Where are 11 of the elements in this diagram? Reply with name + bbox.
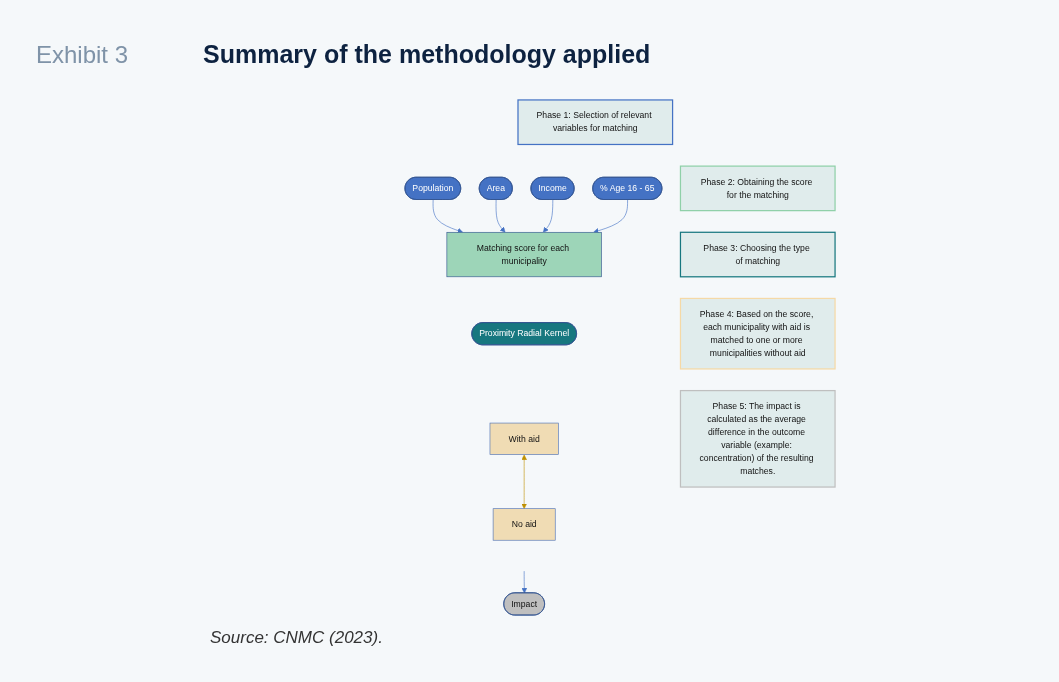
node-box: Phase 4: Based on the score, each municipality with aid is matched to one or more municipalities without aid <box>679 297 836 370</box>
node-box: Phase 2: Obtaining the score for the matching <box>679 165 836 212</box>
node-box: No aid <box>492 508 556 541</box>
title: Summary of the methodology applied <box>203 40 651 69</box>
node-box: Phase 3: Choosing the type of matching <box>679 231 836 278</box>
node-box: Phase 5: The impact is calculated as the average difference in the outcome variable (example: concentration) of the resulting matches. <box>679 389 836 488</box>
caption: Source: CNMC (2023). <box>210 628 383 648</box>
node-box: Phase 1: Selection of relevant variables for matching <box>517 99 674 146</box>
node-box: With aid <box>489 422 559 455</box>
node-box: Matching score for each municipality <box>446 231 602 278</box>
exhibit-number: Exhibit 3 <box>36 41 129 69</box>
